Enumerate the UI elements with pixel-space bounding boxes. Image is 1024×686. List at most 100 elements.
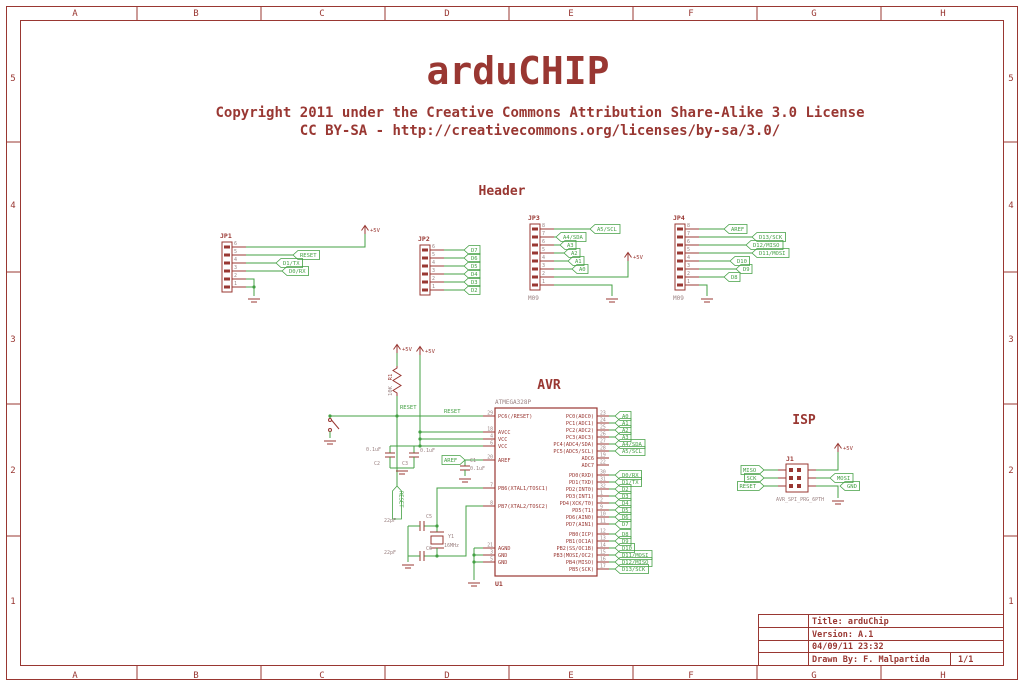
- pin-number: 3: [542, 263, 545, 269]
- connector-pin: [677, 235, 683, 239]
- pin-number: 26: [600, 432, 606, 438]
- connector-value: M09: [528, 295, 539, 302]
- isp-pad: [789, 484, 793, 488]
- pin-name: PC2(ADC2): [566, 428, 594, 434]
- connector-pin: [677, 251, 683, 255]
- frame-col-label: F: [688, 671, 693, 681]
- net-label: D6: [471, 256, 478, 262]
- pin-name: AREF: [498, 458, 511, 464]
- frame-row-label: 1: [1008, 597, 1013, 607]
- pin-number: 5: [687, 247, 690, 253]
- junction-dot: [418, 430, 422, 434]
- junction-dot: [252, 285, 256, 289]
- pin-number: 7: [490, 483, 493, 489]
- connector-pin: [677, 259, 683, 263]
- pin-name: PD3(INT1): [566, 494, 594, 500]
- pin-number: 2: [432, 276, 435, 282]
- pin-number: 2: [687, 271, 690, 277]
- pin-number: 30: [600, 470, 606, 476]
- vcc-icon: [361, 224, 369, 231]
- frame-row-label: 5: [10, 74, 15, 84]
- net-label: D8: [622, 532, 629, 538]
- junction-dot: [472, 560, 476, 564]
- vcc-label: +5V: [425, 349, 436, 355]
- pin-number: 5: [490, 557, 493, 563]
- net-flag: [829, 473, 854, 483]
- net-label: D13/SCK: [622, 567, 646, 573]
- wire: [816, 452, 839, 471]
- net-label: D12/MISO: [753, 243, 780, 249]
- net-label: SCK: [747, 476, 758, 482]
- title-block-sheet: 1/1: [958, 655, 973, 665]
- switch-contact: [328, 428, 332, 432]
- frame-col-label: H: [940, 671, 945, 681]
- net-label: D13/SCK: [759, 235, 783, 241]
- net-label: MOSI: [837, 476, 850, 482]
- schematic-title: arduCHIP: [426, 49, 609, 93]
- pin-name: GND: [498, 553, 507, 559]
- component-value: 0.1uF: [420, 448, 435, 454]
- pin-number: 29: [487, 411, 493, 417]
- connector-ref: JP3: [528, 214, 540, 222]
- frame-row-label: 4: [10, 201, 15, 211]
- wire: [554, 284, 613, 296]
- isp-pad: [797, 484, 801, 488]
- net-label: D6: [622, 515, 629, 521]
- copyright-line2: CC BY-SA - http://creativecommons.org/li…: [300, 123, 780, 139]
- connector-pin: [532, 227, 538, 231]
- pin-number: 2: [600, 498, 603, 504]
- pin-name: PC1(ADC1): [566, 421, 594, 427]
- net-label: A4/SDA: [563, 235, 584, 241]
- net-label: A3: [622, 435, 629, 441]
- net-flag: [614, 519, 632, 529]
- isp-pad: [797, 468, 801, 472]
- pin-number: 6: [490, 441, 493, 447]
- pin-number: 1: [432, 284, 435, 290]
- net-flag: [751, 248, 790, 258]
- component-value: 0.1uF: [470, 466, 485, 472]
- section-label-avr: AVR: [537, 378, 561, 393]
- net-flag: [559, 240, 577, 250]
- net-label: D7: [622, 522, 629, 528]
- connector-pin: [532, 251, 538, 255]
- component-ref: C2: [374, 461, 380, 467]
- connector-pin: [224, 253, 230, 257]
- vcc-icon: [393, 343, 401, 350]
- net-label: A1: [622, 421, 629, 427]
- pin-number: 5: [542, 247, 545, 253]
- pin-number: 23: [600, 411, 606, 417]
- net-label: D5: [622, 508, 629, 514]
- pin-number: 4: [490, 434, 493, 440]
- vcc-icon: [416, 345, 424, 352]
- copyright-line1: Copyright 2011 under the Creative Common…: [215, 105, 864, 121]
- connector-pin: [422, 288, 428, 292]
- pin-number: 3: [432, 268, 435, 274]
- connector-pin: [677, 243, 683, 247]
- pin-name: VCC: [498, 437, 507, 443]
- net-flag: [275, 258, 303, 268]
- title-block-grid: [758, 614, 1004, 666]
- net-label: D12/MISO: [622, 560, 649, 566]
- component-value: 10K: [388, 385, 394, 396]
- pin-number: 6: [432, 244, 435, 250]
- component-ref: C6: [426, 546, 432, 552]
- wire: [246, 278, 255, 296]
- connector-pin: [422, 248, 428, 252]
- connector-ref: JP2: [418, 235, 430, 243]
- pin-name: PC4(ADC4/SDA): [553, 442, 594, 448]
- net-flag: [281, 266, 309, 276]
- pin-number: 3: [687, 263, 690, 269]
- connector-ref: JP1: [220, 232, 232, 240]
- connector-pin: [532, 259, 538, 263]
- frame-row-label: 1: [10, 597, 15, 607]
- pin-number: 1: [234, 281, 237, 287]
- frame-col-label: C: [319, 9, 324, 19]
- pin-number: 6: [542, 239, 545, 245]
- connector-value: M09: [673, 295, 684, 302]
- pin-name: PD6(AIN0): [566, 515, 594, 521]
- junction-dot: [472, 553, 476, 557]
- connector-value: AVR_SPI_PRG_6PTH: [776, 497, 824, 503]
- net-label: D9: [622, 539, 629, 545]
- component-ref: R1: [388, 374, 394, 381]
- connector-pin: [224, 285, 230, 289]
